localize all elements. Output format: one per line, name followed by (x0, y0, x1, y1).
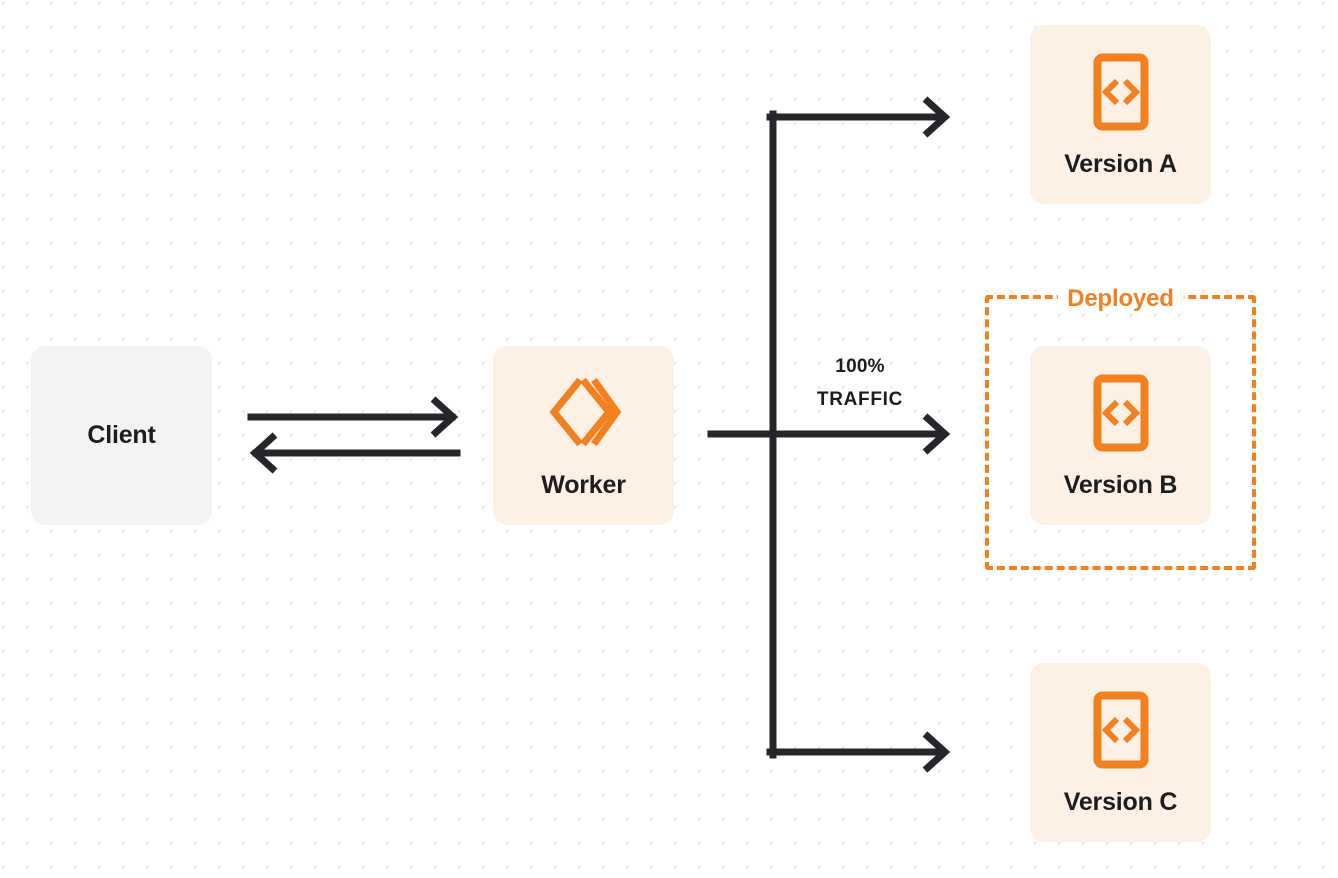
edge-client-to-worker (247, 396, 459, 438)
group-deployed: Deployed (985, 284, 1256, 570)
edge-trunk-to-version-a (766, 96, 951, 138)
edge-worker-to-version-b (707, 413, 951, 455)
node-version-c[interactable]: Version C (1030, 663, 1211, 842)
node-version-a[interactable]: Version A (1030, 25, 1211, 204)
node-version-b-label: Version B (1063, 470, 1178, 499)
node-version-a-label: Version A (1064, 149, 1177, 178)
group-deployed-label: Deployed (1057, 284, 1184, 314)
node-client[interactable]: Client (31, 346, 212, 525)
edge-worker-to-client (249, 432, 461, 474)
traffic-label: 100% TRAFFIC (790, 350, 930, 417)
traffic-caption: TRAFFIC (816, 389, 904, 411)
code-file-icon (1093, 374, 1149, 457)
edge-trunk-to-version-c (766, 731, 951, 773)
node-client-label: Client (87, 421, 156, 449)
traffic-percent: 100% (835, 356, 885, 377)
code-file-icon (1093, 53, 1149, 136)
code-file-icon (1093, 691, 1149, 774)
node-worker[interactable]: Worker (493, 346, 674, 525)
node-worker-label: Worker (541, 470, 626, 499)
node-version-b[interactable]: Version B (1030, 346, 1211, 525)
node-version-c-label: Version C (1063, 787, 1178, 816)
cloudflare-workers-logo-icon (547, 374, 621, 455)
